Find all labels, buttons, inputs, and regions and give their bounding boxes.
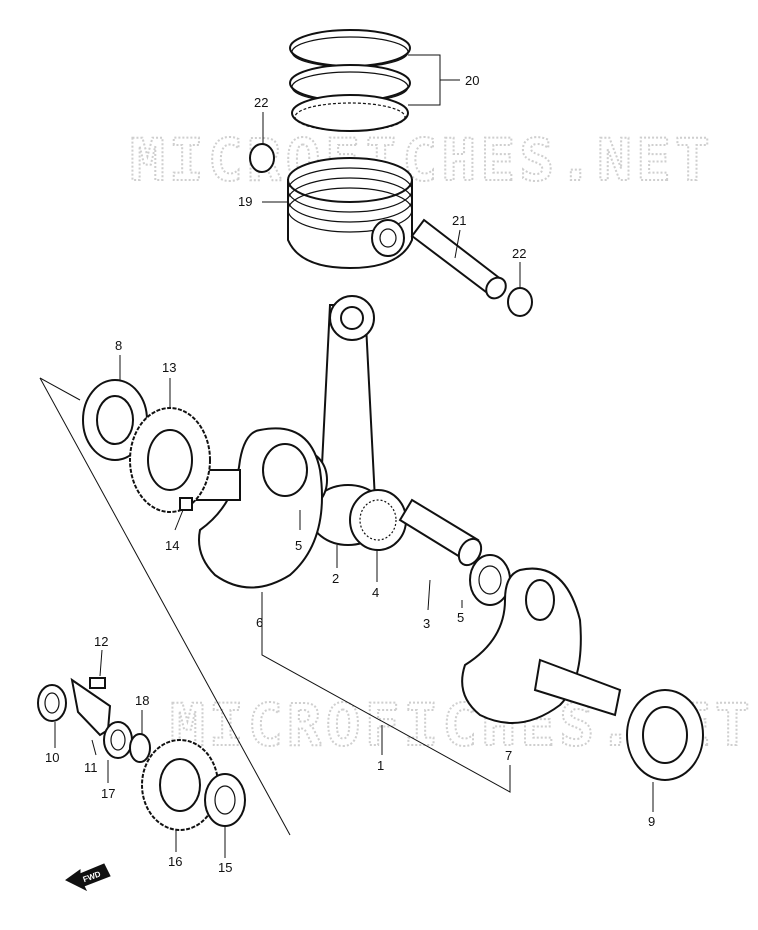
callout-14: 14 <box>165 538 179 553</box>
callout-12: 12 <box>94 634 108 649</box>
bearing-left <box>82 379 148 461</box>
washer-right <box>469 554 511 606</box>
callout-15: 15 <box>218 860 232 875</box>
primary-drive-gear <box>129 407 211 513</box>
callout-22a: 22 <box>254 95 268 110</box>
callout-1: 1 <box>377 758 384 773</box>
callout-13: 13 <box>162 360 176 375</box>
crankshaft-right <box>461 567 622 724</box>
crankshaft-left <box>188 427 323 589</box>
callout-2: 2 <box>332 571 339 586</box>
assembly-boundary-top <box>39 377 81 401</box>
piston <box>287 157 413 270</box>
callout-10: 10 <box>45 750 59 765</box>
circlip-left <box>249 143 275 173</box>
balancer-drive-gear <box>141 739 219 831</box>
callout-4: 4 <box>372 585 379 600</box>
spacer-washer <box>103 721 133 759</box>
key-washer <box>129 733 151 763</box>
retainer-plate <box>70 677 112 737</box>
callout-6: 6 <box>256 615 263 630</box>
needle-bearing <box>349 489 407 551</box>
callout-20: 20 <box>465 73 479 88</box>
crank-pin <box>398 498 483 567</box>
callout-9: 9 <box>648 814 655 829</box>
callout-5b: 5 <box>457 610 464 625</box>
leader-lines <box>54 54 654 858</box>
callout-8: 8 <box>115 338 122 353</box>
callout-3: 3 <box>423 616 430 631</box>
circlip-right <box>507 287 533 317</box>
callout-21: 21 <box>452 213 466 228</box>
callout-5a: 5 <box>295 538 302 553</box>
oil-seal <box>37 684 67 722</box>
callout-7: 7 <box>505 748 512 763</box>
callout-19: 19 <box>238 194 252 209</box>
watermark-top: MICROFICHES.NET <box>130 126 714 194</box>
piston-pin <box>410 218 507 300</box>
bolt <box>89 677 106 689</box>
callout-16: 16 <box>168 854 182 869</box>
callout-11: 11 <box>84 760 98 775</box>
callout-17: 17 <box>101 786 115 801</box>
callout-22b: 22 <box>512 246 526 261</box>
dowel-pin <box>179 497 193 511</box>
fwd-arrow-icon: FWD <box>65 863 111 892</box>
splined-hub <box>204 773 246 827</box>
callout-18: 18 <box>135 693 149 708</box>
bearing-right <box>626 689 704 781</box>
assembly-boundary-line <box>39 377 291 836</box>
piston-rings <box>289 29 411 132</box>
